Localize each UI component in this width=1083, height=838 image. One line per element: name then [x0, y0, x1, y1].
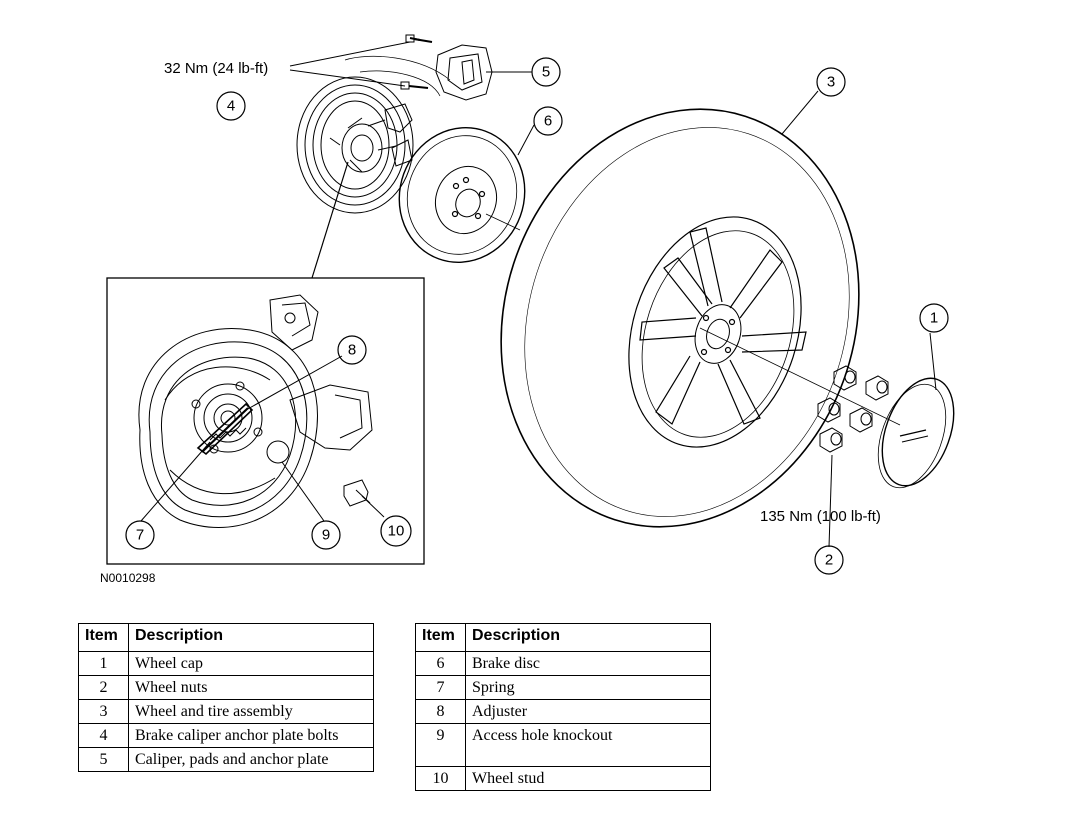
item-number: 8: [415, 699, 466, 724]
torque-label-wheel-nuts: 135 Nm (100 lb-ft): [760, 508, 881, 525]
callout-number-7: 7: [136, 527, 144, 544]
callout-number-8: 8: [348, 342, 356, 359]
item-description: Wheel cap: [128, 651, 374, 676]
inset-backing-plate: [138, 294, 373, 528]
wheel-nuts: [817, 365, 889, 453]
table-row: 6 Brake disc: [415, 651, 711, 676]
callout-number-2: 2: [825, 552, 833, 569]
item-description: Caliper, pads and anchor plate: [128, 747, 374, 772]
figure-code: N0010298: [100, 571, 156, 585]
item-number: 1: [78, 651, 129, 676]
item-number: 7: [415, 675, 466, 700]
torque-label-caliper-bolts: 32 Nm (24 lb-ft): [164, 60, 268, 77]
caliper-assembly: [344, 34, 493, 101]
item-description: Access hole knockout: [465, 723, 711, 767]
wheel-tire-assembly: [500, 108, 860, 528]
callout-circle-4: [216, 91, 246, 121]
header-item: Item: [415, 623, 466, 652]
table-header-row: Item Description: [415, 623, 711, 652]
inset-leader-line: [311, 161, 349, 279]
callout-number-6: 6: [544, 113, 552, 130]
item-number: 2: [78, 675, 129, 700]
item-number: 4: [78, 723, 129, 748]
table-row: 8 Adjuster: [415, 699, 711, 724]
table-row: 7 Spring: [415, 675, 711, 700]
callout-circle-8: [337, 335, 367, 365]
callout-number-10: 10: [388, 523, 405, 540]
item-description: Adjuster: [465, 699, 711, 724]
header-description: Description: [128, 623, 374, 652]
table-row: 2 Wheel nuts: [78, 675, 374, 700]
item-description: Brake caliper anchor plate bolts: [128, 723, 374, 748]
item-description: Wheel and tire assembly: [128, 699, 374, 724]
callout-circles: [125, 57, 949, 575]
table-row: 9 Access hole knockout: [415, 723, 711, 767]
hub-backing-plate: [296, 76, 414, 214]
table-header-row: Item Description: [78, 623, 374, 652]
callout-circle-2: [814, 545, 844, 575]
callout-number-5: 5: [542, 64, 550, 81]
item-number: 9: [415, 723, 466, 767]
item-description: Spring: [465, 675, 711, 700]
callout-circle-7: [125, 520, 155, 550]
item-description: Brake disc: [465, 651, 711, 676]
callout-circle-5: [531, 57, 561, 87]
callout-number-4: 4: [227, 98, 235, 115]
table-row: 1 Wheel cap: [78, 651, 374, 676]
legend-table-left: Item Description 1 Wheel cap 2 Wheel nut…: [78, 623, 374, 772]
table-row: 3 Wheel and tire assembly: [78, 699, 374, 724]
item-description: Wheel stud: [465, 766, 711, 791]
callout-circle-3: [816, 67, 846, 97]
brake-disc: [398, 126, 526, 264]
header-description: Description: [465, 623, 711, 652]
item-number: 3: [78, 699, 129, 724]
table-row: 4 Brake caliper anchor plate bolts: [78, 723, 374, 748]
table-row: 5 Caliper, pads and anchor plate: [78, 747, 374, 772]
callout-number-3: 3: [827, 74, 835, 91]
callout-number-9: 9: [322, 527, 330, 544]
leader-lines: [140, 41, 937, 548]
callout-circle-6: [533, 106, 563, 136]
callout-number-1: 1: [930, 310, 938, 327]
detail-inset-box: [106, 277, 425, 565]
header-item: Item: [78, 623, 129, 652]
callout-circle-1: [919, 303, 949, 333]
item-number: 5: [78, 747, 129, 772]
legend-table-right: Item Description 6 Brake disc 7 Spring 8…: [415, 623, 711, 791]
item-description: Wheel nuts: [128, 675, 374, 700]
wheel-cap: [877, 377, 955, 489]
item-number: 10: [415, 766, 466, 791]
table-row: 10 Wheel stud: [415, 766, 711, 791]
callout-circle-10: [380, 515, 412, 547]
item-number: 6: [415, 651, 466, 676]
callout-circle-9: [311, 520, 341, 550]
